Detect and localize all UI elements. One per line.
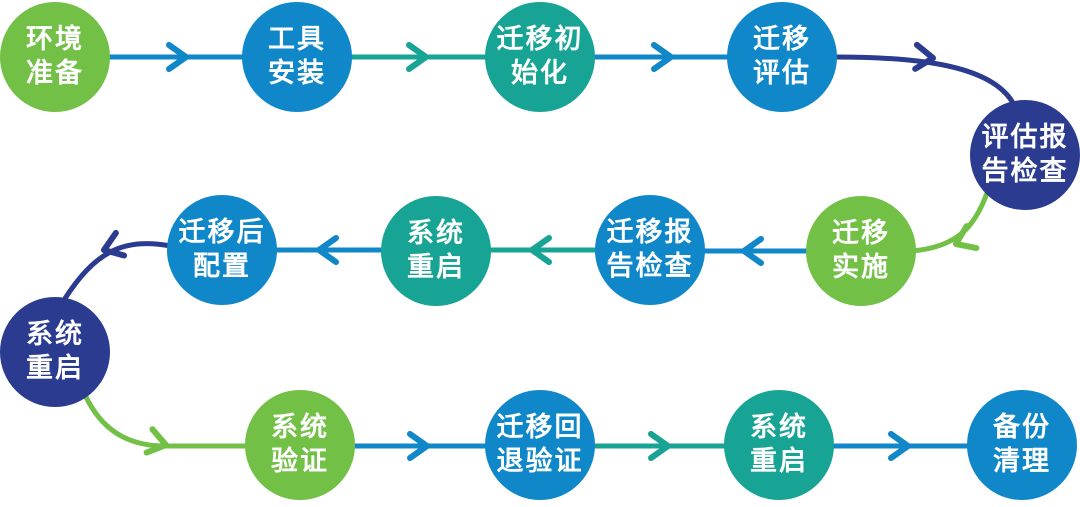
connector-tool-install-to-migration-init	[348, 42, 489, 72]
connector-system-restart-bottom-to-backup-cleanup	[830, 431, 971, 461]
connector-migration-init-to-migration-assess	[591, 42, 731, 72]
node-migration-report-check: 迁移报 告检查	[595, 195, 705, 305]
node-assess-report-check: 评估报 告检查	[970, 100, 1080, 210]
arrow-right-icon	[651, 42, 674, 72]
node-tool-install-label: 工具 安装	[268, 24, 326, 89]
node-post-migration-config-label: 迁移后 配置	[178, 217, 266, 282]
node-system-restart-bottom-label: 系统 重启	[750, 412, 808, 477]
connector-post-migration-config-to-system-restart-left	[61, 229, 172, 302]
node-system-restart-left: 系统 重启	[0, 297, 110, 407]
connector-assess-report-check-to-migration-implement	[911, 192, 990, 254]
node-migration-report-check-label: 迁移报 告检查	[606, 217, 694, 282]
arrow-down-left-icon	[953, 223, 980, 252]
node-rollback-verify: 迁移回 退验证	[485, 390, 595, 500]
node-assess-report-check-label: 评估报 告检查	[981, 122, 1069, 187]
arrow-right-icon	[648, 431, 671, 461]
connector-migration-report-check-to-system-restart-mid	[487, 235, 599, 265]
node-system-verify: 系统 验证	[245, 390, 355, 500]
connector-rollback-verify-to-system-restart-bottom	[591, 431, 728, 461]
node-rollback-verify-label: 迁移回 退验证	[496, 412, 584, 477]
arrow-right-icon	[912, 41, 936, 72]
node-system-restart-left-label: 系统 重启	[26, 319, 84, 384]
arrow-left-icon	[101, 229, 128, 259]
connector-system-restart-left-to-system-verify	[82, 393, 249, 456]
node-migration-implement-label: 迁移 实施	[832, 218, 890, 283]
node-backup-cleanup: 备份 清理	[967, 390, 1077, 500]
node-backup-cleanup-label: 备份 清理	[993, 412, 1051, 477]
arrow-left-icon	[741, 236, 764, 266]
node-tool-install: 工具 安装	[242, 2, 352, 112]
connector-system-restart-mid-to-post-migration-config	[273, 235, 385, 265]
arrow-left-icon	[316, 235, 339, 265]
connector-system-verify-to-rollback-verify	[351, 431, 489, 461]
arrow-right-icon	[406, 42, 429, 72]
node-system-verify-label: 系统 验证	[271, 412, 329, 477]
connector-env-prep-to-tool-install	[106, 42, 246, 72]
arrow-right-icon	[888, 431, 911, 461]
node-system-restart-mid: 系统 重启	[381, 196, 491, 306]
node-migration-assess: 迁移 评估	[727, 2, 837, 112]
node-env-prep-label: 环境 准备	[26, 24, 84, 89]
node-migration-init-label: 迁移初 始化	[496, 24, 584, 89]
arrow-right-icon	[166, 42, 189, 72]
node-migration-implement: 迁移 实施	[806, 196, 916, 306]
connector-migration-implement-to-migration-report-check	[702, 236, 810, 266]
node-migration-init: 迁移初 始化	[485, 2, 595, 112]
arrow-right-icon	[143, 426, 169, 456]
node-post-migration-config: 迁移后 配置	[167, 195, 277, 305]
arrow-right-icon	[407, 431, 430, 461]
node-migration-assess-label: 迁移 评估	[753, 24, 811, 89]
arrow-left-icon	[529, 235, 552, 265]
node-system-restart-bottom: 系统 重启	[724, 390, 834, 500]
node-env-prep: 环境 准备	[0, 2, 110, 112]
connector-migration-assess-to-assess-report-check	[833, 41, 1016, 105]
node-system-restart-mid-label: 系统 重启	[407, 218, 465, 283]
